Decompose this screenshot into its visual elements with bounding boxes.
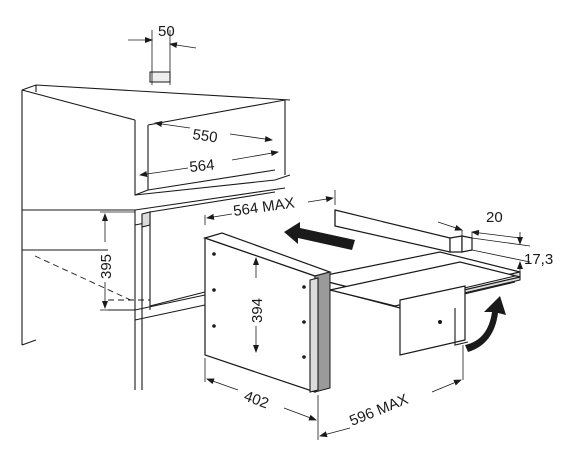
top-panel-tab: [149, 71, 171, 83]
dim-564max-arrow-right: [307, 196, 334, 203]
bottom-shelf-back: [149, 291, 206, 307]
top-shelf-underside: [147, 169, 276, 191]
drawer-side-bracket: [454, 308, 469, 346]
cabinet-top-front: [21, 89, 136, 121]
dim-550-arrow-left: [154, 121, 191, 129]
dim-395: 395: [98, 211, 135, 311]
dim-173-label: 17,3: [524, 251, 553, 268]
dim-564: 564: [139, 150, 279, 177]
dim-395-label: 395: [98, 254, 115, 279]
screw-4: [302, 320, 306, 324]
drawer-front: [203, 209, 521, 393]
dim-596max-label: 596 MAX: [347, 391, 411, 430]
dim-20-label: 20: [486, 209, 503, 226]
drawer-side-panel: [399, 285, 466, 356]
front-panel-edge-2: [309, 277, 319, 393]
lift-arrow: [465, 296, 506, 352]
dim-564-label: 564: [189, 156, 216, 176]
screw-6: [302, 355, 306, 359]
cabinet-foot: [21, 339, 37, 346]
dim-20-arrow-right: [471, 229, 521, 239]
dim-564-max: 564 MAX: [204, 190, 336, 225]
dim-550: 550: [154, 121, 273, 146]
dim-20: 20: [437, 209, 521, 239]
dim-596-max: 596 MAX: [319, 345, 464, 438]
cabinet-top-back: [21, 84, 291, 101]
screw-1: [212, 252, 216, 256]
drawer-slide: [329, 261, 521, 307]
lower-shelf-dash: [34, 255, 136, 303]
insert-arrow: [284, 222, 355, 250]
screw-3: [212, 288, 216, 292]
dim-564-arrow-right: [231, 150, 279, 161]
dim-564max-label: 564 MAX: [232, 195, 295, 220]
dim-50-arrow-right: [169, 42, 197, 49]
dim-596max-arrow-right: [431, 379, 462, 393]
cabinet: [21, 71, 291, 390]
mid-shelf-back: [149, 191, 276, 213]
dim-596max-arrow-left: [319, 427, 351, 438]
insert-arrow-icon: [284, 222, 355, 250]
dim-564-arrow-left: [139, 167, 189, 177]
curved-arrow-icon: [465, 296, 506, 352]
dim-550-label: 550: [191, 126, 218, 146]
dim-402-label: 402: [242, 388, 271, 413]
dim-50: 50: [128, 23, 197, 85]
top-shelf-bottom: [134, 174, 291, 196]
mid-shelf-shadow: [141, 211, 151, 228]
dim-564max-arrow-left: [206, 213, 233, 220]
dim-173-ext-top: [471, 237, 531, 247]
top-shelf-top: [147, 99, 286, 175]
drawer-back-upright: [449, 235, 463, 253]
dim-402-arrow-right: [283, 407, 317, 421]
screw-2: [302, 285, 306, 289]
dim-50-label: 50: [158, 23, 175, 40]
dim-173-ext-bottom: [471, 249, 531, 263]
dim-550-arrow-right: [229, 133, 273, 142]
bottom-shelf-front: [108, 294, 206, 311]
screw-5: [212, 324, 216, 328]
dim-17-3: 17,3: [471, 232, 553, 274]
dim-394: 394: [249, 257, 266, 353]
dim-394-label: 394: [249, 298, 266, 323]
drawer-back-block: [461, 235, 473, 253]
dim-20-arrow-left: [437, 221, 463, 231]
top-shelf-side: [134, 120, 149, 196]
dim-402-arrow-left: [206, 378, 239, 391]
drawer-side-screw: [438, 320, 442, 324]
bottom-shelf-front-2: [134, 304, 206, 321]
